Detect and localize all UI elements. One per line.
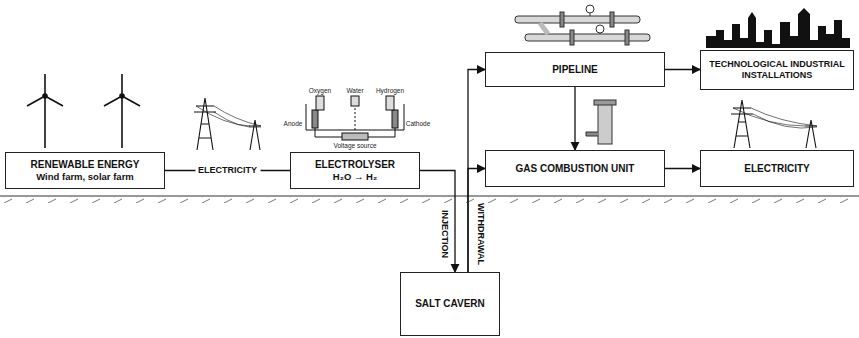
pipeline-icon (600, 33, 601, 34)
wind-turbines (120, 94, 124, 98)
consumer-box: TECHNOLOGICAL INDUSTRIAL INSTALLATIONS (700, 50, 854, 90)
edge-label: WITHDRAWAL (475, 200, 485, 268)
wind-turbines (121, 74, 123, 96)
electrolyser-cell (306, 96, 404, 140)
output-box: ELECTRICITY (700, 150, 854, 187)
box-title: SALT CAVERN (415, 298, 485, 310)
city-skyline (706, 8, 850, 48)
box-title: PIPELINE (552, 64, 598, 76)
power-pylons-left (194, 98, 261, 150)
power-pylons-left (194, 98, 216, 150)
box-subtext: Wind farm, solar farm (36, 171, 134, 182)
pipeline-icon (570, 30, 574, 45)
pipeline-icon (525, 34, 650, 41)
edge-label: INJECTION (439, 207, 449, 261)
power-pylons-right (733, 108, 817, 128)
wind-turbines (121, 96, 123, 148)
box-subtext: H₂O → H₂ (333, 171, 377, 182)
ground-line (0, 196, 859, 203)
box-title: ELECTRICITY (744, 163, 810, 175)
wind-turbines (27, 74, 140, 148)
box-title: TECHNOLOGICAL INDUSTRIAL INSTALLATIONS (707, 59, 847, 81)
box-title: ELECTROLYSER (315, 159, 395, 171)
wind-turbines (44, 74, 46, 96)
pipeline-icon (540, 23, 548, 34)
box-title: RENEWABLE ENERGY (31, 159, 140, 171)
pipeline-icon (560, 12, 564, 27)
city-skyline (706, 8, 850, 48)
process-box: GAS COMBUSTION UNIT (485, 150, 665, 187)
electrolyser-cell (351, 96, 359, 106)
wind-turbines (45, 96, 63, 106)
pipeline-icon (586, 5, 594, 13)
wind-turbines (27, 96, 45, 106)
ground-line (0, 197, 859, 203)
burner-icon (594, 100, 616, 105)
ground-line (0, 195, 859, 196)
flow-arrow (574, 87, 575, 150)
pipeline-icon (596, 25, 604, 33)
pipeline-icon (590, 13, 591, 16)
part-label: Water (346, 88, 363, 95)
flow-arrow (665, 168, 700, 169)
wind-turbines (122, 96, 140, 106)
pipeline-icon (610, 12, 614, 27)
wind-turbines (104, 96, 122, 106)
process-box: ELECTROLYSERH₂O → H₂ (290, 152, 420, 189)
pipeline-icon (515, 5, 650, 45)
flow-arrow (468, 169, 485, 273)
source-box: RENEWABLE ENERGYWind farm, solar farm (5, 152, 165, 189)
burner-icon (586, 132, 598, 136)
pipeline-icon (625, 30, 629, 45)
flow-arrow (468, 70, 485, 273)
flow-arrow (665, 69, 700, 70)
process-box: PIPELINE (485, 52, 665, 87)
wind-turbines (44, 96, 46, 148)
edge-label: ELECTRICITY (195, 166, 260, 176)
flow-arrow (420, 171, 455, 273)
part-label: Voltage source (333, 143, 376, 150)
part-label: Anode (284, 121, 303, 128)
electrolyser-cell (392, 110, 398, 128)
electrolyser-cell (316, 96, 324, 110)
power-pylons-right (731, 100, 753, 148)
storage-box: SALT CAVERN (400, 272, 500, 336)
power-pylons-right (805, 120, 817, 148)
pipeline-icon (515, 16, 640, 23)
power-pylons-left (196, 106, 261, 127)
burner-icon (586, 100, 616, 144)
power-pylons-right (731, 100, 817, 148)
electrolyser-cell (355, 104, 356, 130)
box-title: GAS COMBUSTION UNIT (516, 163, 635, 175)
electrolyser-cell (312, 110, 318, 128)
wind-turbines (43, 94, 47, 98)
burner-icon (598, 104, 612, 144)
part-label: Cathode (406, 121, 431, 128)
electrolyser-cell (386, 96, 394, 110)
part-label: Oxygen (309, 88, 331, 95)
electrolyser-cell (342, 133, 368, 140)
part-label: Hydrogen (376, 88, 404, 95)
